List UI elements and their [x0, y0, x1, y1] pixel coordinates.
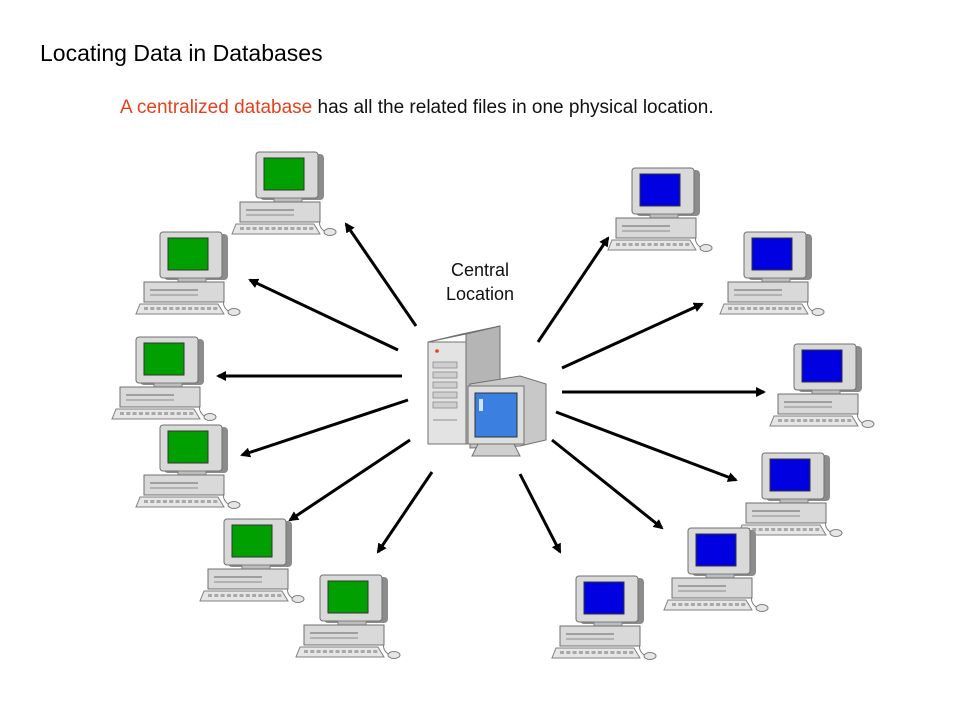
client-computer-right-1 — [607, 167, 713, 252]
slide-subtitle: A centralized database has all the relat… — [120, 97, 714, 119]
desktop-computer-icon — [663, 527, 769, 612]
subtitle-highlight: A centralized database — [120, 97, 313, 118]
central-location-label: Central Location — [420, 258, 540, 306]
desktop-computer-icon — [295, 574, 401, 659]
arrows-group — [216, 222, 766, 554]
slide-title: Locating Data in Databases — [40, 40, 323, 66]
client-computer-right-2 — [719, 231, 825, 316]
desktop-computer-icon — [719, 231, 825, 316]
arrow-1 — [344, 222, 418, 327]
arrow-10 — [555, 410, 738, 482]
arrow-7 — [536, 236, 610, 343]
desktop-computer-icon — [111, 336, 217, 421]
arrow-5 — [288, 438, 411, 522]
clients-group — [111, 151, 875, 660]
arrow-4 — [240, 398, 409, 458]
client-computer-right-3 — [769, 343, 875, 428]
arrow-11 — [551, 438, 664, 530]
client-computer-left-6 — [295, 574, 401, 659]
desktop-computer-icon — [551, 575, 657, 660]
arrow-8 — [561, 302, 704, 370]
desktop-computer-icon — [769, 343, 875, 428]
desktop-computer-icon — [135, 424, 241, 509]
desktop-computer-icon — [607, 167, 713, 252]
client-computer-right-6 — [551, 575, 657, 660]
arrow-12 — [518, 473, 562, 554]
arrow-6 — [376, 471, 434, 554]
desktop-computer-icon — [231, 151, 337, 236]
central-label-line1: Central — [450, 260, 510, 280]
desktop-computer-icon — [737, 452, 843, 537]
client-computer-right-5 — [663, 527, 769, 612]
client-computer-left-5 — [199, 518, 305, 603]
central-label-line2: Location — [445, 284, 515, 304]
client-computer-left-4 — [135, 424, 241, 509]
desktop-computer-icon — [199, 518, 305, 603]
client-computer-left-2 — [135, 231, 241, 316]
central-server — [427, 325, 547, 457]
client-computer-right-4 — [737, 452, 843, 537]
subtitle-text: has all the related files in one physica… — [312, 97, 714, 118]
client-computer-left-1 — [231, 151, 337, 236]
server-tower-icon — [427, 325, 547, 457]
desktop-computer-icon — [135, 231, 241, 316]
arrow-2 — [248, 278, 399, 352]
client-computer-left-3 — [111, 336, 217, 421]
